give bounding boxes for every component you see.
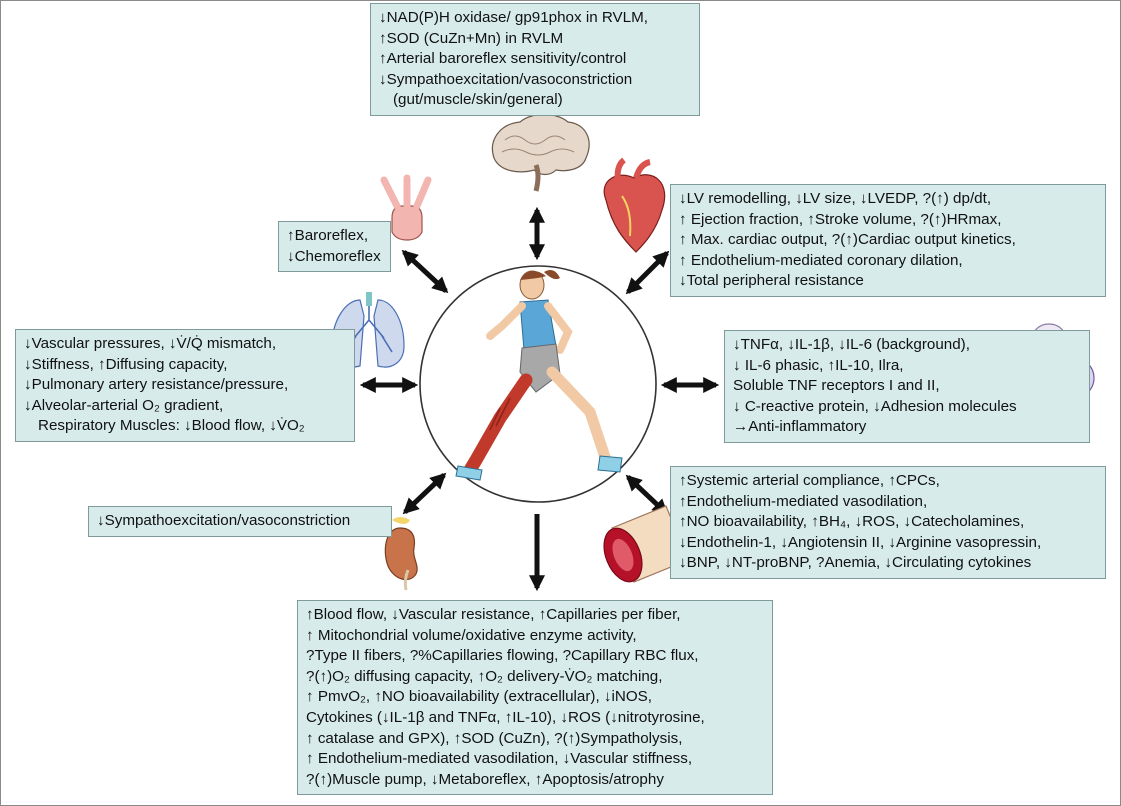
lung-line-1: ↓Vascular pressures, ↓V̇/Q̇ mismatch, — [24, 335, 277, 352]
lung-line-3: ↓Pulmonary artery resistance/pressure, — [24, 376, 289, 394]
arrow-kidney — [402, 472, 447, 515]
vessel-line-3: ↑NO bioavailability, ↑BH₄, ↓ROS, ↓Catech… — [679, 513, 1025, 531]
blood-vessel-icon — [603, 505, 689, 583]
brain-line-1: ↓NAD(P)H oxidase/ gp91phox in RVLM, — [379, 9, 648, 26]
heart-effects-box: ↓LV remodelling, ↓LV size, ↓LVEDP, ?(↑) … — [670, 184, 1106, 297]
vessel-line-5: ↓BNP, ↓NT-proBNP, ?Anemia, ↓Circulating … — [679, 554, 1032, 572]
vessel-line-4: ↓Endothelin-1, ↓Angiotensin II, ↓Arginin… — [679, 533, 1042, 551]
vessel-line-1: ↑Systemic arterial compliance, ↑CPCs, — [679, 472, 940, 489]
muscle-line-5: ↑ PmvO₂, ↑NO bioavailability (extracellu… — [306, 688, 653, 706]
runner-figure — [455, 270, 623, 481]
muscle-line-2: ↑ Mitochondrial volume/oxidative enzyme … — [306, 626, 637, 644]
carotid-line-2: ↓Chemoreflex — [287, 247, 381, 265]
lung-line-5: Respiratory Muscles: ↓Blood flow, ↓V̇O₂ — [38, 417, 305, 435]
heart-line-5: ↓Total peripheral resistance — [679, 272, 864, 290]
carotid-effects-box: ↑Baroreflex, ↓Chemoreflex — [278, 221, 391, 273]
brain-line-4: ↓Sympathoexcitation/vasoconstriction — [379, 70, 633, 88]
heart-line-3: ↑ Max. cardiac output, ?(↑)Cardiac outpu… — [679, 231, 1016, 249]
vessel-line-2: ↑Endothelium-mediated vasodilation, — [679, 492, 928, 510]
kidney-icon — [384, 517, 418, 591]
immune-effects-box: ↓TNFα, ↓IL-1β, ↓IL-6 (background), ↓ IL-… — [724, 330, 1090, 443]
immune-line-2: ↓ IL-6 phasic, ↑IL-10, Ilra, — [733, 356, 904, 374]
brain-line-3: ↑Arterial baroreflex sensitivity/control — [379, 50, 627, 68]
lung-effects-box: ↓Vascular pressures, ↓V̇/Q̇ mismatch, ↓S… — [15, 329, 355, 442]
muscle-effects-box: ↑Blood flow, ↓Vascular resistance, ↑Capi… — [297, 600, 773, 796]
lung-line-2: ↓Stiffness, ↑Diffusing capacity, — [24, 355, 228, 373]
arrow-carotid — [401, 249, 449, 294]
immune-line-3: Soluble TNF receptors I and II, — [733, 377, 940, 395]
muscle-line-6: Cytokines (↓IL-1β and TNFα, ↑IL-10), ↓RO… — [306, 708, 705, 726]
brain-line-5: (gut/muscle/skin/general) — [393, 91, 563, 109]
muscle-line-7: ↑ catalase and GPX), ↑SOD (CuZn), ?(↑)Sy… — [306, 729, 683, 747]
arrow-heart — [625, 250, 670, 295]
brain-line-2: ↑SOD (CuZn+Mn) in RVLM — [379, 29, 564, 47]
heart-line-4: ↑ Endothelium-mediated coronary dilation… — [679, 251, 963, 269]
muscle-line-3: ?Type II fibers, ?%Capillaries flowing, … — [306, 647, 699, 665]
immune-line-1: ↓TNFα, ↓IL-1β, ↓IL-6 (background), — [733, 336, 970, 353]
muscle-line-1: ↑Blood flow, ↓Vascular resistance, ↑Capi… — [306, 606, 681, 623]
heart-line-2: ↑ Ejection fraction, ↑Stroke volume, ?(↑… — [679, 210, 1002, 228]
muscle-line-8: ↑ Endothelium-mediated vasodilation, ↓Va… — [306, 750, 693, 768]
vessel-effects-box: ↑Systemic arterial compliance, ↑CPCs, ↑E… — [670, 466, 1106, 579]
brain-effects-box: ↓NAD(P)H oxidase/ gp91phox in RVLM, ↑SOD… — [370, 3, 700, 116]
immune-line-4: ↓ C-reactive protein, ↓Adhesion molecule… — [733, 397, 1017, 415]
heart-line-1: ↓LV remodelling, ↓LV size, ↓LVEDP, ?(↑) … — [679, 190, 992, 207]
immune-line-5: →Anti-inflammatory — [733, 418, 867, 436]
muscle-line-4: ?(↑)O₂ diffusing capacity, ↑O₂ delivery-… — [306, 667, 663, 685]
kidney-effects-box: ↓Sympathoexcitation/vasoconstriction — [88, 506, 392, 537]
kidney-line-1: ↓Sympathoexcitation/vasoconstriction — [97, 512, 351, 529]
carotid-line-1: ↑Baroreflex, — [287, 227, 369, 244]
muscle-line-9: ?(↑)Muscle pump, ↓Metaboreflex, ↑Apoptos… — [306, 770, 664, 788]
brain-icon — [491, 113, 590, 192]
arrow-vessel — [625, 474, 669, 516]
aorta-icon — [380, 174, 432, 241]
lung-line-4: ↓Alveolar-arterial O₂ gradient, — [24, 396, 224, 414]
heart-icon — [603, 157, 666, 253]
